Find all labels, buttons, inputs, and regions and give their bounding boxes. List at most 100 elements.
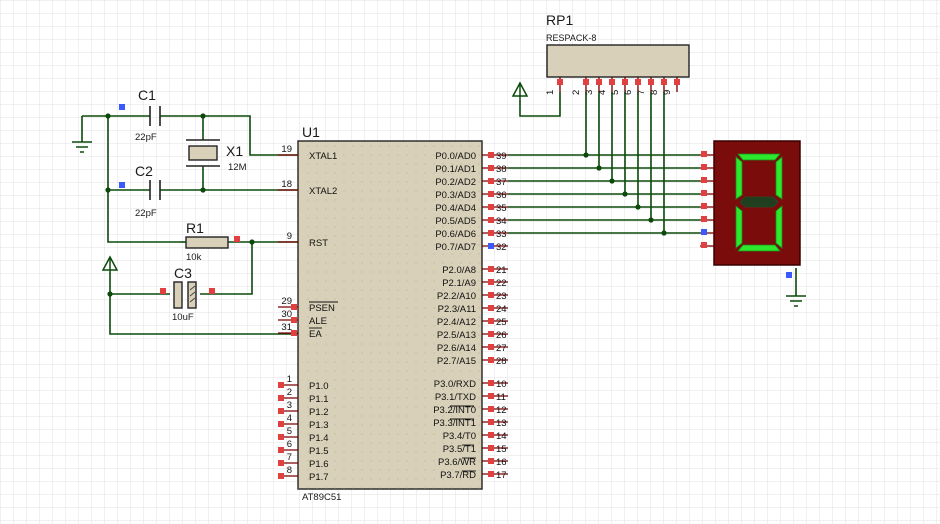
pin-end: [488, 178, 494, 184]
pin-end: [278, 395, 284, 401]
segment-g: [739, 196, 779, 208]
rp1-ref: RP1: [546, 12, 573, 28]
pin-end: [488, 165, 494, 171]
pin-number: 8: [649, 90, 660, 95]
pin-number: 5: [287, 426, 292, 437]
pin-end: [488, 152, 494, 158]
rp1-pin-6[interactable]: 6: [623, 77, 641, 95]
pin-end: [488, 331, 494, 337]
pin-name: P3.7/RD: [440, 470, 476, 481]
pin-number: 9: [662, 90, 673, 95]
pin-end: [622, 79, 628, 85]
pin-name: P1.7: [309, 472, 329, 483]
pin-end: [488, 445, 494, 451]
c1-ref: C1: [138, 87, 156, 103]
segment-c: [775, 205, 783, 249]
u1-pin-4[interactable]: 4P1.3: [278, 413, 329, 431]
u1-pin-8[interactable]: 8P1.7: [278, 465, 329, 483]
capacitor-c2[interactable]: C2 22pF: [119, 163, 161, 219]
c1-value: 22pF: [135, 132, 157, 143]
display-pin[interactable]: [700, 177, 714, 183]
rp1-pin-9[interactable]: 9: [662, 77, 680, 95]
rp1-pin-7[interactable]: 7: [636, 77, 654, 95]
pin-number: 33: [496, 229, 507, 240]
display-pin[interactable]: [700, 203, 714, 209]
resistor-r1[interactable]: R1 10k: [180, 220, 240, 263]
microcontroller-u1[interactable]: U1 AT89C51 19XTAL118XTAL29RST29PSEN30ALE…: [278, 124, 508, 503]
crystal-x1[interactable]: X1 12M: [186, 139, 247, 173]
pin-number: 38: [496, 164, 507, 175]
pin-number: 4: [597, 90, 608, 95]
capacitor-c1[interactable]: C1 22pF: [119, 87, 161, 143]
pin-end: [488, 204, 494, 210]
display-pin[interactable]: [700, 229, 714, 235]
rp1-pin-2[interactable]: 2: [571, 77, 589, 95]
pin-number: 2: [571, 90, 582, 95]
pin-end: [278, 434, 284, 440]
rp1-pin-3[interactable]: 3: [584, 77, 602, 95]
rp1-pin-8[interactable]: 8: [649, 77, 667, 95]
u1-pin-7[interactable]: 7P1.6: [278, 452, 329, 470]
u1-pin-3[interactable]: 3P1.2: [278, 400, 329, 418]
pin-number: 28: [496, 356, 507, 367]
display-pins: [700, 151, 714, 248]
pin-marker: [786, 272, 792, 278]
pin-name: P2.6/A14: [437, 343, 476, 354]
u1-pin-6[interactable]: 6P1.5: [278, 439, 329, 457]
display-pin[interactable]: [700, 151, 714, 157]
capacitor-c3[interactable]: C3 10uF: [160, 265, 215, 323]
pin-number: 3: [287, 400, 292, 411]
pin-number: 1: [545, 90, 556, 95]
pin-end: [701, 177, 707, 183]
u1-part: AT89C51: [302, 492, 341, 503]
u1-pin-5[interactable]: 5P1.4: [278, 426, 329, 444]
display-pin[interactable]: [700, 216, 714, 222]
seven-segment-display[interactable]: 0: [0, 0, 801, 278]
u1-pin-1[interactable]: 1P1.0: [278, 374, 329, 392]
junction-dots: [105, 113, 667, 297]
rp1-pin-5[interactable]: 5: [610, 77, 628, 95]
rp1-pin-4[interactable]: 4: [597, 77, 615, 95]
rp1-pin-1[interactable]: 1: [545, 77, 563, 95]
u1-pin-2[interactable]: 2P1.1: [278, 387, 329, 405]
pin-name: P0.5/AD5: [435, 216, 476, 227]
display-pin[interactable]: [700, 190, 714, 196]
pin-end: [278, 473, 284, 479]
display-pin[interactable]: [700, 242, 714, 248]
display-pin[interactable]: [700, 164, 714, 170]
pin-number: 9: [287, 231, 292, 242]
